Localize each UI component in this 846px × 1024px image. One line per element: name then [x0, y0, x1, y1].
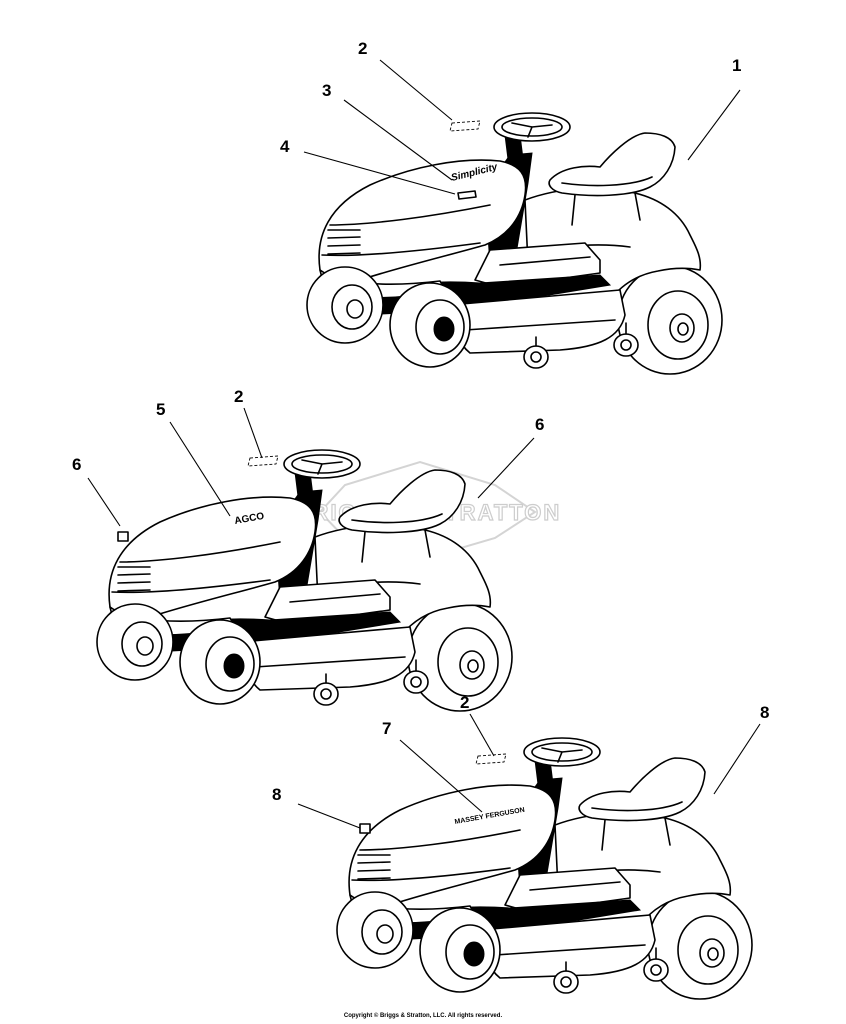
- callout-2b: 2: [234, 387, 243, 406]
- callout-7: 7: [382, 719, 391, 738]
- tractor-2-callouts: 2 5 6 6: [72, 387, 544, 527]
- callout-2: 2: [358, 39, 367, 58]
- callout-1: 1: [732, 56, 741, 75]
- callout-5: 5: [156, 400, 165, 419]
- callout-6a: 6: [72, 455, 81, 474]
- callout-8a: 8: [272, 785, 281, 804]
- callout-4: 4: [280, 137, 290, 156]
- callout-6b: 6: [535, 415, 544, 434]
- tractor-1-callouts: 1 2 3 4: [280, 39, 741, 195]
- callout-3: 3: [322, 81, 331, 100]
- callout-8b: 8: [760, 703, 769, 722]
- callout-2c: 2: [460, 693, 469, 712]
- tractor-2-hood-logo: AGCO: [234, 511, 266, 527]
- copyright-text: Copyright © Briggs & Stratton, LLC. All …: [343, 1013, 503, 1019]
- tractor-1-figure: Simplicity: [306, 112, 723, 375]
- tractor-3-figure: MASSEY FERGUSON: [336, 737, 753, 1000]
- tractor-2-figure: AGCO: [96, 449, 513, 712]
- tractor-3-callouts: 2 7 8 8: [272, 693, 769, 829]
